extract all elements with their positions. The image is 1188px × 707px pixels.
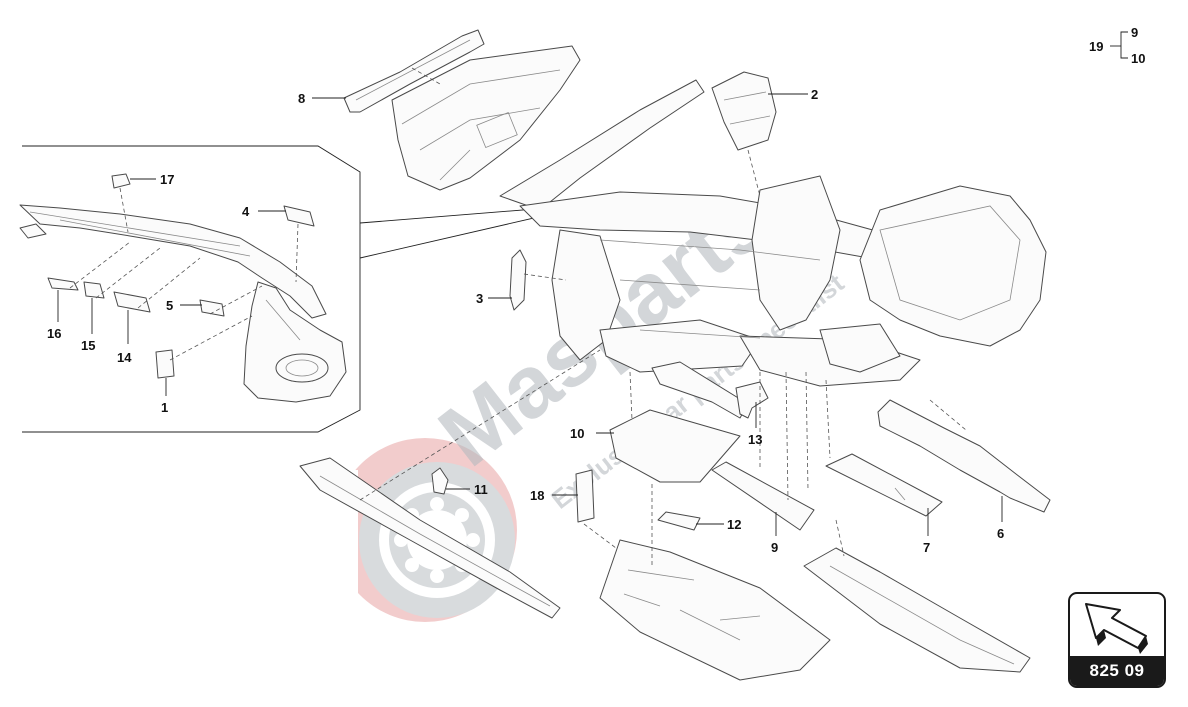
part-16 [47,277,79,291]
rear-floor-rail [803,547,1031,673]
callout-1: 1 [161,400,168,415]
reference-badge: 825 09 [1068,592,1166,688]
part-7 [825,453,943,517]
dash-2 [747,149,761,197]
callout-10: 10 [570,426,584,441]
main-dashed-guides [359,349,967,568]
part-5 [199,299,225,317]
storage-tray [391,45,581,191]
callout-18: 18 [530,488,544,503]
callout-5: 5 [166,298,173,313]
inset-pillar-structure [19,204,347,403]
callout-16: 16 [47,326,61,341]
part-3 [509,249,527,311]
part-12 [657,511,701,531]
callout-17: 17 [160,172,174,187]
dash-8-tray [411,67,441,85]
part-2 [711,71,777,151]
part-13 [735,381,769,419]
left-sill-rail [299,457,561,619]
callout-14: 14 [117,350,132,365]
callout-4: 4 [242,204,250,219]
front-floor-panel [599,539,831,681]
arrow-icon [1085,603,1148,654]
part-14 [113,291,151,313]
part-18 [575,469,595,523]
callout-labels: 17 4 5 16 15 14 1 8 2 3 10 13 11 18 12 9… [47,87,1004,555]
callout-6: 6 [997,526,1004,541]
callout-13: 13 [748,432,762,447]
part-4 [283,205,315,227]
main-chassis-frame [499,79,1047,419]
inset-dashed-guides [69,187,299,361]
group-child-9: 9 [1131,25,1138,40]
part-8 [343,29,485,113]
group-child-10: 10 [1131,51,1145,66]
callout-2: 2 [811,87,818,102]
part-6 [877,399,1051,513]
callout-leaders [57,93,1003,536]
callout-15: 15 [81,338,95,353]
callout-11: 11 [474,482,488,497]
part-10 [609,409,741,483]
callout-7: 7 [923,540,930,555]
group-parent: 19 [1089,39,1103,54]
part-11 [431,467,449,495]
reference-code: 825 09 [1070,656,1164,686]
part-15 [83,281,105,299]
part-9 [711,461,815,531]
dash-3 [523,273,567,281]
group-callout: 19 9 10 [1089,25,1145,66]
part-17 [111,173,131,189]
callout-8: 8 [298,91,305,106]
part-1 [155,349,175,379]
callout-12: 12 [727,517,741,532]
callout-9: 9 [771,540,778,555]
callout-3: 3 [476,291,483,306]
